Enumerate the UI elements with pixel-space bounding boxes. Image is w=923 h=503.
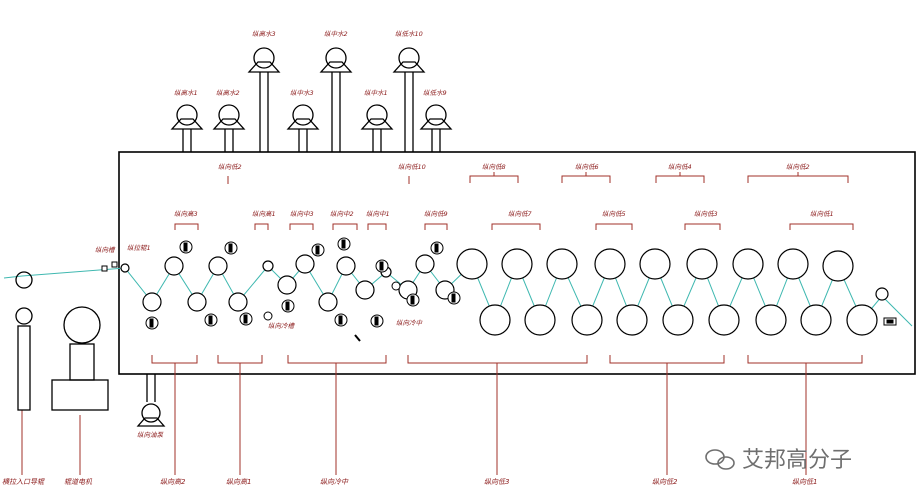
wechat-icon [705, 449, 735, 470]
label-pump-short-5: 纵低水9 [423, 89, 447, 97]
pump-short-1 [170, 104, 204, 152]
label-u3: 纵向中3 [290, 210, 314, 218]
label-entry-a: 纵向槽 [95, 246, 116, 254]
pump-tall-3 [392, 47, 426, 152]
label-pump-tall-1: 纵高水3 [252, 30, 276, 38]
rollers [120, 248, 889, 336]
label-b8: 纵向低1 [792, 478, 817, 486]
pump-short-3 [286, 104, 320, 152]
label-sec-d: 纵向低6 [575, 163, 599, 171]
watermark-text: 艾邦高分子 [742, 448, 852, 473]
label-sec-b: 纵向低10 [398, 163, 426, 171]
drive-motor [51, 306, 109, 411]
label-b1: 横拉入口导辊 [2, 478, 45, 486]
label-u10: 纵向低1 [810, 210, 834, 218]
pump-short-4 [360, 104, 394, 152]
pump-short-2 [212, 104, 246, 152]
label-b6: 纵向低3 [484, 478, 509, 486]
label-pump-tall-3: 纵低水10 [395, 30, 423, 38]
entry-unit [15, 271, 33, 411]
label-pump-short-4: 纵中水1 [364, 89, 388, 97]
bottom-brackets [21, 355, 863, 475]
label-u7: 纵向低7 [508, 210, 533, 218]
label-pump-short-2: 纵高水2 [216, 89, 240, 97]
label-u6: 纵向低9 [424, 210, 448, 218]
label-pump-short-3: 纵中水3 [290, 89, 314, 97]
label-mid-a: 纵向冷槽 [268, 322, 296, 330]
label-u1: 纵向高3 [174, 210, 198, 218]
pump-tall-2 [319, 47, 353, 152]
label-b2: 辊道电机 [64, 478, 93, 486]
label-sec-f: 纵向低2 [786, 163, 810, 171]
oil-pump [136, 374, 166, 427]
label-entry-b: 纵拉辊1 [127, 244, 151, 252]
label-b5: 纵向冷中 [320, 478, 349, 486]
label-pump-tall-2: 纵中水2 [324, 30, 348, 38]
label-u5: 纵向中1 [366, 210, 390, 218]
label-u4: 纵向中2 [330, 210, 354, 218]
top-section-brackets [227, 172, 849, 184]
label-sec-a: 纵向低2 [218, 163, 242, 171]
label-b7: 纵向低2 [652, 478, 678, 486]
label-b4: 纵向高1 [226, 478, 251, 486]
label-u9: 纵向低3 [694, 210, 718, 218]
pump-short-5 [419, 104, 453, 152]
label-u8: 纵向低5 [602, 210, 626, 218]
label-mid-b: 纵向冷中 [396, 319, 423, 327]
machine-housing [118, 151, 916, 375]
label-sec-c: 纵向低8 [482, 163, 506, 171]
label-pump-short-1: 纵高水1 [174, 89, 198, 97]
label-u2: 纵向高1 [252, 210, 276, 218]
pump-tall-1 [247, 47, 281, 152]
label-b3: 纵向高2 [160, 478, 186, 486]
label-bottom-pump: 纵向油泵 [137, 431, 165, 439]
nip-markers [101, 237, 897, 342]
label-sec-e: 纵向低4 [668, 163, 692, 171]
roller-brackets [174, 223, 854, 230]
